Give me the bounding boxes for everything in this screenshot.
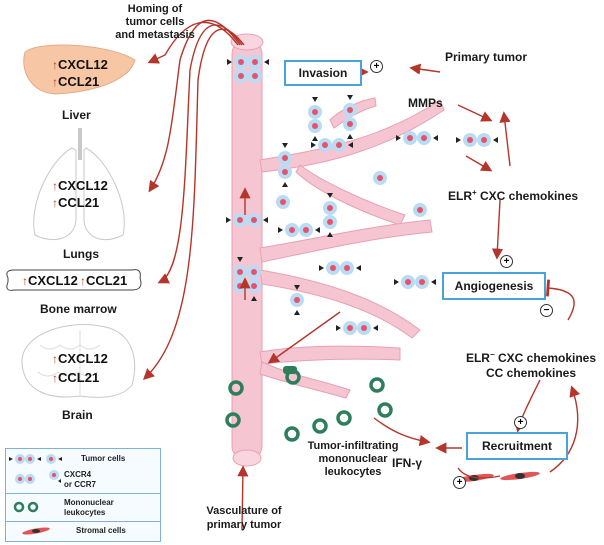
invasion-box: Invasion bbox=[284, 60, 362, 86]
elr-plus-label: ELR+ CXC chemokines bbox=[448, 188, 579, 203]
lungs-chem1: ↑CXCL12 bbox=[52, 178, 108, 193]
ifn-gamma-label: IFN-γ bbox=[392, 456, 422, 470]
vasculature-label-line1: Vasculature of bbox=[206, 505, 282, 517]
liver-organ bbox=[23, 44, 136, 95]
recruitment-plus-sign: + bbox=[514, 416, 527, 429]
cc-chemokines-label: CC chemokines bbox=[485, 366, 577, 380]
angiogenesis-plus-sign: + bbox=[500, 255, 513, 268]
bone-marrow-label: Bone marrow bbox=[40, 302, 117, 316]
vasculature-label: Vasculature of primary tumor bbox=[183, 504, 305, 532]
til-label-line3: leukocytes bbox=[324, 466, 382, 478]
mmps-label: MMPs bbox=[408, 96, 443, 110]
til-label-line1: Tumor-infiltrating bbox=[307, 440, 399, 452]
brain-chem2: ↑CCL21 bbox=[52, 370, 100, 385]
homing-label-line2: tumor cells bbox=[125, 16, 185, 28]
legend: Tumor cells CXCR4 or CCR7 Mononuclear le… bbox=[5, 448, 161, 542]
homing-label-line3: and metastasis bbox=[115, 29, 195, 41]
angiogenesis-box: Angiogenesis bbox=[442, 272, 546, 300]
legend-tumor-cells: Tumor cells bbox=[81, 454, 126, 463]
til-label-line2: mononuclear bbox=[318, 453, 388, 465]
legend-receptor: CXCR4 or CCR7 bbox=[64, 470, 97, 489]
tumor-cell-clusters bbox=[226, 55, 498, 335]
brain-label: Brain bbox=[62, 408, 93, 422]
legend-stromal: Stromal cells bbox=[76, 526, 126, 535]
legend-divider-2 bbox=[6, 521, 160, 522]
homing-label: Homing of tumor cells and metastasis bbox=[90, 3, 220, 42]
elr-minus-label: ELR− CXC chemokines CC chemokines bbox=[460, 347, 602, 381]
vasculature-label-line2: primary tumor bbox=[206, 519, 282, 531]
bone-chem2: ↑CCL21 bbox=[80, 273, 128, 288]
recruitment-box: Recruitment bbox=[466, 432, 568, 460]
stromal-plus-sign: + bbox=[453, 476, 466, 489]
homing-label-line1: Homing of bbox=[127, 3, 183, 15]
homing-arrows bbox=[142, 19, 251, 380]
legend-divider-1 bbox=[6, 493, 160, 494]
legend-symbols bbox=[9, 454, 62, 535]
til-label: Tumor-infiltrating mononuclear leukocyte… bbox=[298, 440, 408, 479]
bone-chem1: ↑CXCL12 bbox=[22, 273, 78, 288]
legend-mononuclear: Mononuclear leukocytes bbox=[64, 498, 114, 517]
angiogenesis-minus-sign: − bbox=[540, 304, 553, 317]
leukocyte-in-vessel bbox=[283, 366, 297, 374]
liver-chem2: ↑CCL21 bbox=[52, 74, 100, 89]
liver-chem1: ↑CXCL12 bbox=[52, 57, 108, 72]
lungs-organ bbox=[33, 128, 125, 240]
primary-tumor-label: Primary tumor bbox=[445, 50, 528, 64]
lungs-label: Lungs bbox=[63, 247, 99, 261]
brain-chem1: ↑CXCL12 bbox=[52, 351, 108, 366]
vasculature bbox=[230, 33, 445, 467]
bone-organ bbox=[6, 269, 142, 291]
lungs-chem2: ↑CCL21 bbox=[52, 195, 100, 210]
invasion-plus-sign: + bbox=[370, 60, 383, 73]
brain-organ bbox=[21, 324, 136, 398]
liver-label: Liver bbox=[62, 108, 91, 122]
